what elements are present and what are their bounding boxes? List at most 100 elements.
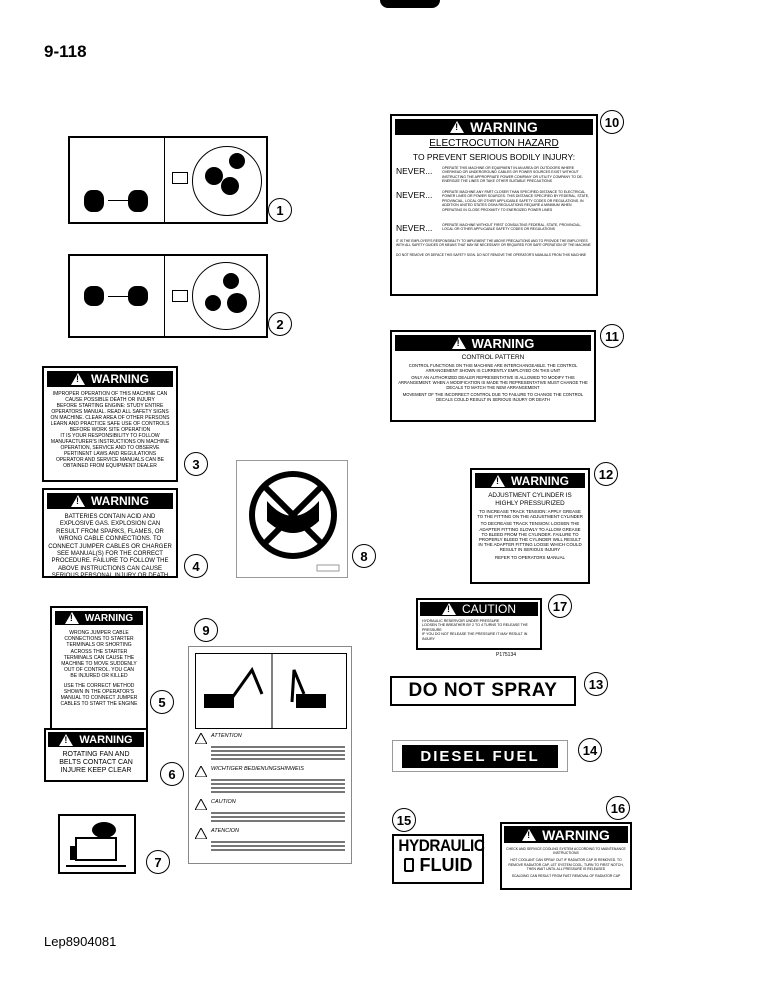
decal-16-body: CHECK AND SERVICE COOLING SYSTEM ACCORDI…	[502, 845, 630, 880]
page-top-mark	[380, 0, 440, 8]
callout-11: 11	[600, 324, 624, 348]
callout-2: 2	[268, 312, 292, 336]
decal-3-title: WARNING	[91, 372, 149, 386]
decal-6-body: ROTATING FAN AND BELTS CONTACT CAN INJUR…	[59, 751, 133, 774]
decal-10-never-label: NEVER...	[396, 190, 433, 200]
decal-12-subtitle: ADJUSTMENT CYLINDER IS HIGHLY PRESSURIZE…	[488, 492, 572, 507]
warning-triangle-icon	[71, 373, 85, 385]
decal-12-line: REFER TO OPERATORS MANUAL	[495, 554, 565, 560]
decal-12-title: WARNING	[511, 473, 569, 488]
decal-12-line: TO DECREASE TRACK TENSION: LOOSEN THE AD…	[478, 521, 582, 553]
decal-10-never-text: OPERATE MACHINE WITHOUT FIRST CONSULTING…	[442, 223, 582, 232]
decal-1-dial-icon	[192, 146, 262, 216]
decal-6-title: WARNING	[79, 733, 133, 746]
decal-1-joystick-icon	[172, 172, 188, 184]
decal-17-line: IF YOU DO NOT RELEASE THE PRESSURE IT MA…	[422, 632, 528, 641]
decal-9-section-heading: WICHTIGER BEDIENUNGSHINWEIS	[211, 766, 304, 772]
decal-9-text-area: ATTENTION WICHTIGER BEDIENUNGSHINWEIS CA…	[195, 733, 345, 853]
decal-7-graphic	[66, 822, 126, 867]
decal-17-part-number: P175134	[496, 652, 517, 658]
warning-triangle-icon	[442, 603, 456, 615]
warning-triangle-icon	[71, 495, 85, 507]
decal-10-never-text: OPERATE MACHINE ANY PART CLOSER THAN SPE…	[442, 190, 590, 212]
decal-11-line: CONTROL FUNCTIONS ON THIS MACHINE ARE IN…	[408, 363, 578, 373]
decal-5-line: USE THE CORRECT METHOD SHOWN IN THE OPER…	[60, 682, 138, 708]
callout-12: 12	[594, 462, 618, 486]
decal-11-line: MOVEMENT OF THE INCORRECT CONTROL DUE TO…	[402, 392, 584, 402]
warning-triangle-icon	[59, 733, 74, 746]
decal-10-footer-text: DO NOT REMOVE OR DEFACE THIS SAFETY SIGN…	[396, 253, 587, 257]
callout-13: 13	[584, 672, 608, 696]
decal-2-joystick-icon	[172, 290, 188, 302]
decal-7-pictorial	[58, 814, 136, 874]
decal-17-hydraulic-caution: CAUTION HYDRAULIC RESERVOIR UNDER PRESSU…	[416, 598, 542, 650]
decal-10-never-item: NEVER... OPERATE MACHINE WITHOUT FIRST C…	[396, 223, 592, 237]
decal-12-body: TO INCREASE TRACK TENSION: APPLY GREASE …	[472, 508, 588, 561]
callout-4: 4	[184, 554, 208, 578]
oil-can-icon	[403, 858, 414, 872]
decal-2-icon-right	[128, 286, 148, 306]
callout-16: 16	[606, 796, 630, 820]
decal-8-prohibition-icon	[249, 471, 340, 572]
decal-8-prohibition	[236, 460, 348, 578]
decal-1-icon-right	[128, 190, 148, 212]
decal-12-line: TO INCREASE TRACK TENSION: APPLY GREASE …	[477, 509, 583, 520]
decal-6-fan-warning: WARNING ROTATING FAN AND BELTS CONTACT C…	[44, 728, 148, 782]
decal-9-multilingual-decal: ATTENTION WICHTIGER BEDIENUNGSHINWEIS CA…	[188, 646, 352, 864]
figure-code: Lep8904081	[44, 934, 117, 949]
decal-11-subtitle: CONTROL PATTERN	[461, 354, 525, 361]
decal-3-line: BEFORE STARTING ENGINE: STUDY ENTIRE OPE…	[50, 403, 170, 421]
warning-triangle-icon	[491, 474, 505, 487]
decal-9-section-heading: ATENCION	[211, 828, 240, 834]
decal-5-header: WARNING	[55, 611, 143, 625]
decal-3-improper-operation-warning: WARNING IMPROPER OPERATION OF THIS MACHI…	[42, 366, 178, 482]
decal-6-header: WARNING	[48, 732, 144, 747]
decal-9-section-heading: CAUTION	[211, 799, 236, 805]
callout-10: 10	[600, 110, 624, 134]
decal-11-control-pattern-warning: WARNING CONTROL PATTERN CONTROL FUNCTION…	[390, 330, 596, 422]
decal-5-line: WRONG JUMPER CABLE CONNECTIONS TO STARTE…	[61, 630, 137, 680]
decal-16-radiator-warning: WARNING CHECK AND SERVICE COOLING SYSTEM…	[500, 822, 632, 890]
callout-1: 1	[268, 198, 292, 222]
decal-3-line: OPERATOR AND SERVICE MANUALS CAN BE OBTA…	[55, 457, 165, 469]
decal-10-never-text: OPERATE THIS MACHINE OR EQUIPMENT IN AN …	[442, 166, 583, 184]
decal-3-line: LEARN AND PRACTICE SAFE USE OF CONTROLS …	[50, 421, 170, 433]
callout-15: 15	[392, 808, 416, 832]
decal-17-line: HYDRAULIC RESERVOIR UNDER PRESSURE	[422, 619, 500, 623]
decal-5-title: WARNING	[84, 612, 134, 624]
decal-10-never-label: NEVER...	[396, 223, 433, 233]
decal-4-title: WARNING	[91, 494, 149, 508]
decal-10-never-item: NEVER... OPERATE THIS MACHINE OR EQUIPME…	[396, 166, 592, 188]
decal-10-never-label: NEVER...	[396, 166, 433, 176]
callout-14: 14	[578, 738, 602, 762]
decal-1-icon-left	[84, 190, 104, 212]
decal-14-diesel-fuel: DIESEL FUEL	[392, 740, 568, 772]
decal-15-line1: HYDRAULIC	[398, 836, 485, 855]
decal-4-header: WARNING	[47, 493, 173, 509]
callout-17: 17	[548, 594, 572, 618]
decal-10-subtitle: ELECTROCUTION HAZARD	[429, 138, 559, 149]
callout-5: 5	[150, 690, 174, 714]
decal-12-header: WARNING	[475, 473, 585, 488]
warning-triangle-icon	[522, 828, 537, 841]
decal-17-line: LOOSEN THE BREATHER BY 2 TO 4 TURNS TO R…	[422, 623, 528, 632]
warning-triangle-icon	[451, 337, 466, 349]
decal-14-text: DIESEL FUEL	[402, 744, 558, 768]
decal-13-text: DO NOT SPRAY	[408, 680, 558, 701]
decal-5-body: WRONG JUMPER CABLE CONNECTIONS TO STARTE…	[52, 628, 146, 709]
decal-5-jumper-cable-warning: WARNING WRONG JUMPER CABLE CONNECTIONS T…	[50, 606, 148, 740]
decal-13-do-not-spray: DO NOT SPRAY	[390, 676, 576, 706]
decal-10-lead: TO PREVENT SERIOUS BODILY INJURY:	[412, 152, 576, 162]
decal-4-battery-warning: WARNING BATTERIES CONTAIN ACID AND EXPLO…	[42, 488, 178, 579]
callout-6: 6	[160, 762, 184, 786]
decal-17-header: CAUTION	[420, 602, 538, 616]
decal-10-footer-text: IT IS THE EMPLOYER'S RESPONSIBILITY TO I…	[396, 239, 591, 248]
callout-8: 8	[352, 544, 376, 568]
decal-16-line: CHECK AND SERVICE COOLING SYSTEM ACCORDI…	[506, 847, 626, 856]
decal-11-title: WARNING	[471, 335, 535, 351]
decal-15-hydraulic-fluid: HYDRAULIC FLUID	[392, 834, 485, 884]
decal-9-section-heading: ATTENTION	[211, 733, 242, 739]
decal-16-title: WARNING	[542, 826, 610, 843]
callout-3: 3	[184, 452, 208, 476]
decal-10-never-item: NEVER... OPERATE MACHINE ANY PART CLOSER…	[396, 190, 592, 221]
